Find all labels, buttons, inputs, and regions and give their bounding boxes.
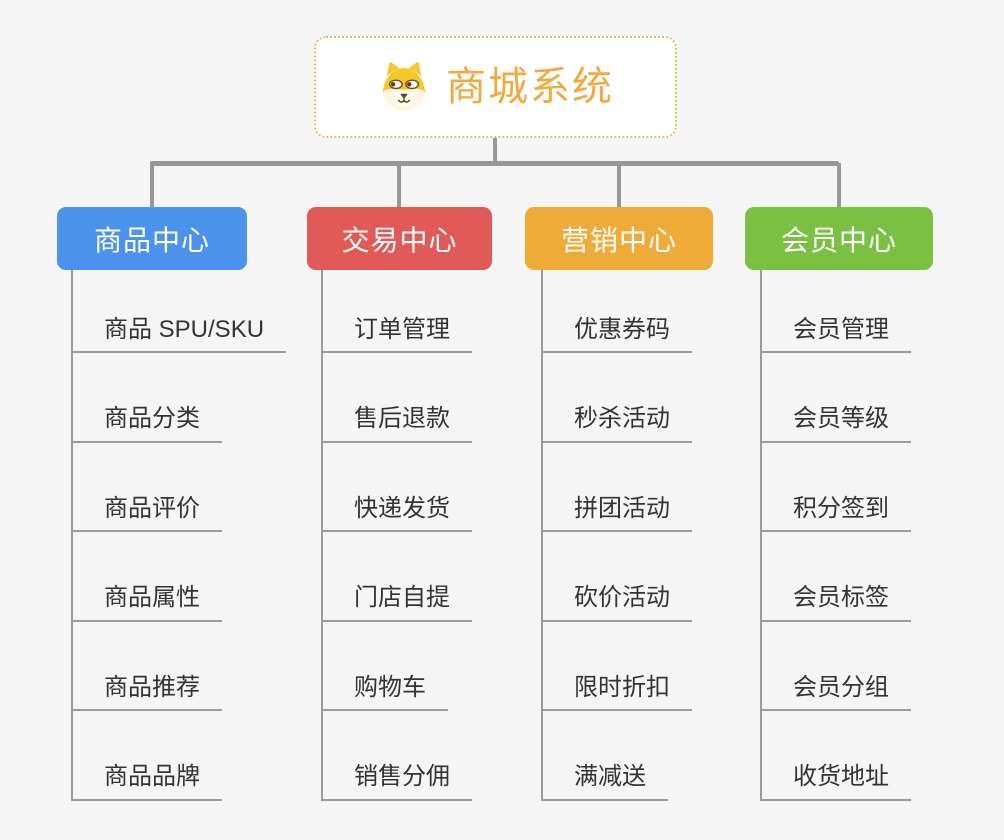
branch-item[interactable]: 优惠券码: [543, 270, 692, 353]
branch-column-trade: 订单管理 售后退款 快递发货 门店自提 购物车 销售分佣: [321, 270, 472, 801]
branch-item[interactable]: 商品推荐: [73, 622, 222, 711]
connector-drop-product: [150, 163, 154, 208]
branch-item[interactable]: 会员标签: [762, 532, 911, 622]
connector-drop-marketing: [617, 163, 621, 208]
branch-item[interactable]: 砍价活动: [543, 532, 692, 622]
branch-item[interactable]: 商品分类: [73, 353, 222, 443]
root-title: 商城系统: [446, 65, 614, 109]
branch-item[interactable]: 购物车: [323, 622, 448, 711]
branch-node-trade-center[interactable]: 交易中心: [307, 207, 492, 270]
branch-item[interactable]: 商品属性: [73, 532, 222, 622]
branch-item[interactable]: 快递发货: [323, 443, 472, 532]
branch-item[interactable]: 秒杀活动: [543, 353, 692, 443]
branch-item[interactable]: 限时折扣: [543, 622, 692, 711]
connector-drop-member: [837, 163, 841, 208]
branch-node-marketing-center[interactable]: 营销中心: [525, 207, 713, 270]
branch-item[interactable]: 商品 SPU/SKU: [73, 270, 287, 353]
connector-horizontal-bar: [150, 161, 839, 166]
branch-item[interactable]: 会员等级: [762, 353, 911, 443]
branch-column-member: 会员管理 会员等级 积分签到 会员标签 会员分组 收货地址: [760, 270, 911, 801]
branch-column-product: 商品 SPU/SKU 商品分类 商品评价 商品属性 商品推荐 商品品牌: [71, 270, 287, 801]
branch-item[interactable]: 订单管理: [323, 270, 472, 353]
branch-item[interactable]: 会员分组: [762, 622, 911, 711]
branch-item[interactable]: 拼团活动: [543, 443, 692, 532]
branch-item[interactable]: 商品评价: [73, 443, 222, 532]
branch-item[interactable]: 销售分佣: [323, 711, 472, 801]
dog-face-icon: [382, 62, 426, 112]
branch-column-marketing: 优惠券码 秒杀活动 拼团活动 砍价活动 限时折扣 满减送: [541, 270, 692, 801]
connector-stem: [493, 138, 497, 163]
branch-item[interactable]: 售后退款: [323, 353, 472, 443]
branch-item[interactable]: 会员管理: [762, 270, 911, 353]
connector-drop-trade: [397, 163, 401, 208]
branch-node-member-center[interactable]: 会员中心: [745, 207, 933, 270]
branch-item[interactable]: 满减送: [543, 711, 668, 801]
branch-item[interactable]: 收货地址: [762, 711, 911, 801]
root-node[interactable]: 商城系统: [314, 36, 677, 138]
branch-item[interactable]: 门店自提: [323, 532, 472, 622]
branch-item[interactable]: 积分签到: [762, 443, 911, 532]
branch-item[interactable]: 商品品牌: [73, 711, 222, 801]
branch-node-product-center[interactable]: 商品中心: [57, 207, 247, 270]
